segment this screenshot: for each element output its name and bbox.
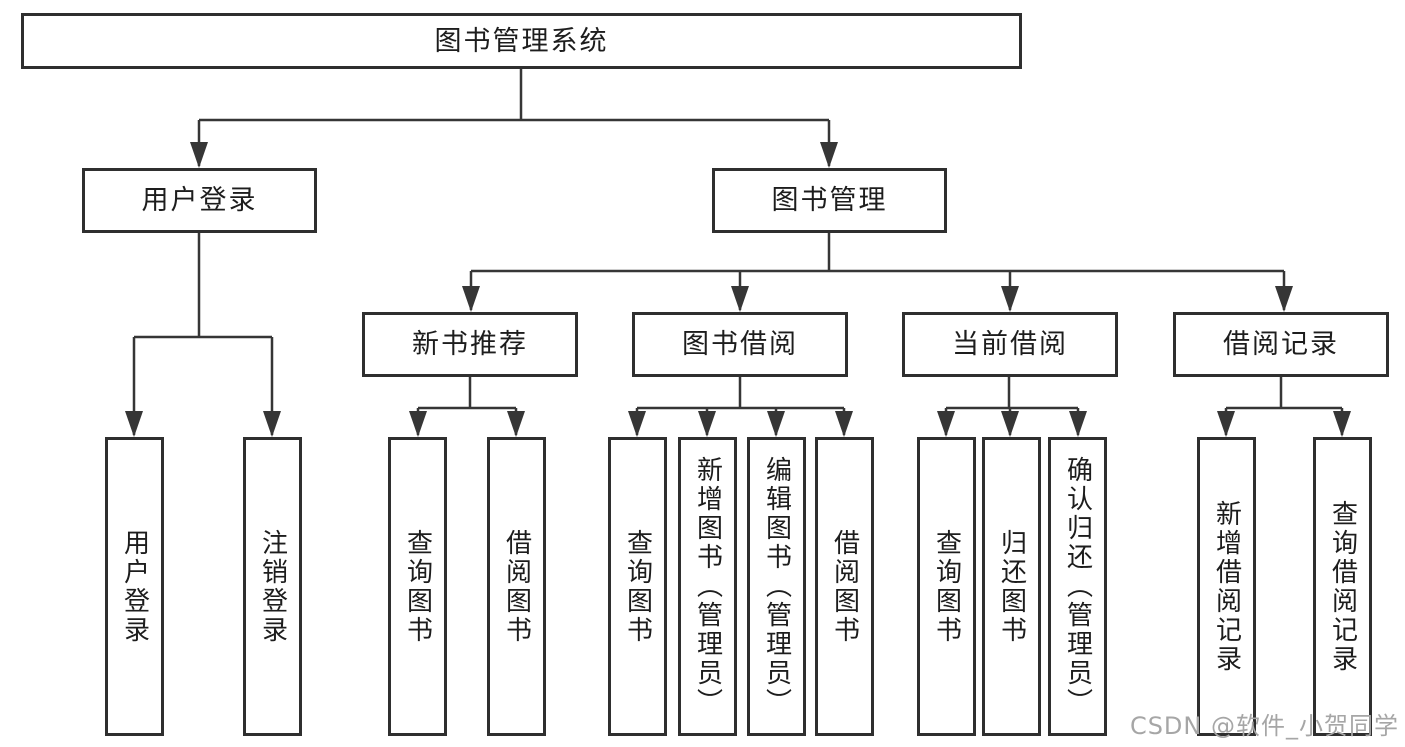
leaf-add-borrow-record: 新增借阅记录 (1197, 437, 1256, 736)
leaf-query-books-1-label: 查询图书 (402, 528, 433, 645)
leaf-logout: 注销登录 (243, 437, 302, 736)
leaf-query-borrow-record-label: 查询借阅记录 (1327, 499, 1358, 674)
node-current-borrowing: 当前借阅 (902, 312, 1118, 377)
leaf-confirm-return-admin-label: 确认归还（管理员） (1062, 456, 1093, 717)
node-user-login-label: 用户登录 (141, 185, 258, 216)
leaf-borrow-books-1-label: 借阅图书 (501, 528, 532, 645)
node-book-management-label: 图书管理 (771, 185, 888, 216)
leaf-query-books-3: 查询图书 (917, 437, 976, 736)
leaf-query-borrow-record: 查询借阅记录 (1313, 437, 1372, 736)
leaf-user-login-label: 用户登录 (119, 528, 150, 645)
leaf-edit-books-admin-label: 编辑图书（管理员） (761, 456, 792, 717)
leaf-add-books-admin: 新增图书（管理员） (678, 437, 737, 736)
leaf-query-books-1: 查询图书 (388, 437, 447, 736)
leaf-edit-books-admin: 编辑图书（管理员） (747, 437, 806, 736)
leaf-user-login: 用户登录 (105, 437, 164, 736)
leaf-query-books-3-label: 查询图书 (931, 528, 962, 645)
node-root-system: 图书管理系统 (21, 13, 1022, 69)
node-book-management: 图书管理 (712, 168, 947, 233)
node-new-book-recommend-label: 新书推荐 (412, 329, 528, 360)
node-borrowing-records: 借阅记录 (1173, 312, 1389, 377)
leaf-borrow-books-1: 借阅图书 (487, 437, 546, 736)
node-user-login: 用户登录 (82, 168, 317, 233)
leaf-confirm-return-admin: 确认归还（管理员） (1048, 437, 1107, 736)
leaf-add-borrow-record-label: 新增借阅记录 (1211, 499, 1242, 674)
csdn-watermark: CSDN @软件_小贺同学 (1129, 712, 1399, 740)
leaf-query-books-2-label: 查询图书 (622, 528, 653, 645)
node-new-book-recommend: 新书推荐 (362, 312, 578, 377)
leaf-return-books: 归还图书 (982, 437, 1041, 736)
node-borrowing-records-label: 借阅记录 (1223, 329, 1339, 360)
node-book-borrowing: 图书借阅 (632, 312, 848, 377)
leaf-logout-label: 注销登录 (257, 528, 288, 645)
leaf-add-books-admin-label: 新增图书（管理员） (692, 456, 723, 717)
node-book-borrowing-label: 图书借阅 (682, 329, 798, 360)
leaf-borrow-books-2-label: 借阅图书 (829, 528, 860, 645)
leaf-borrow-books-2: 借阅图书 (815, 437, 874, 736)
node-root-label: 图书管理系统 (434, 25, 609, 57)
node-current-borrowing-label: 当前借阅 (952, 329, 1068, 360)
leaf-query-books-2: 查询图书 (608, 437, 667, 736)
leaf-return-books-label: 归还图书 (996, 528, 1027, 645)
